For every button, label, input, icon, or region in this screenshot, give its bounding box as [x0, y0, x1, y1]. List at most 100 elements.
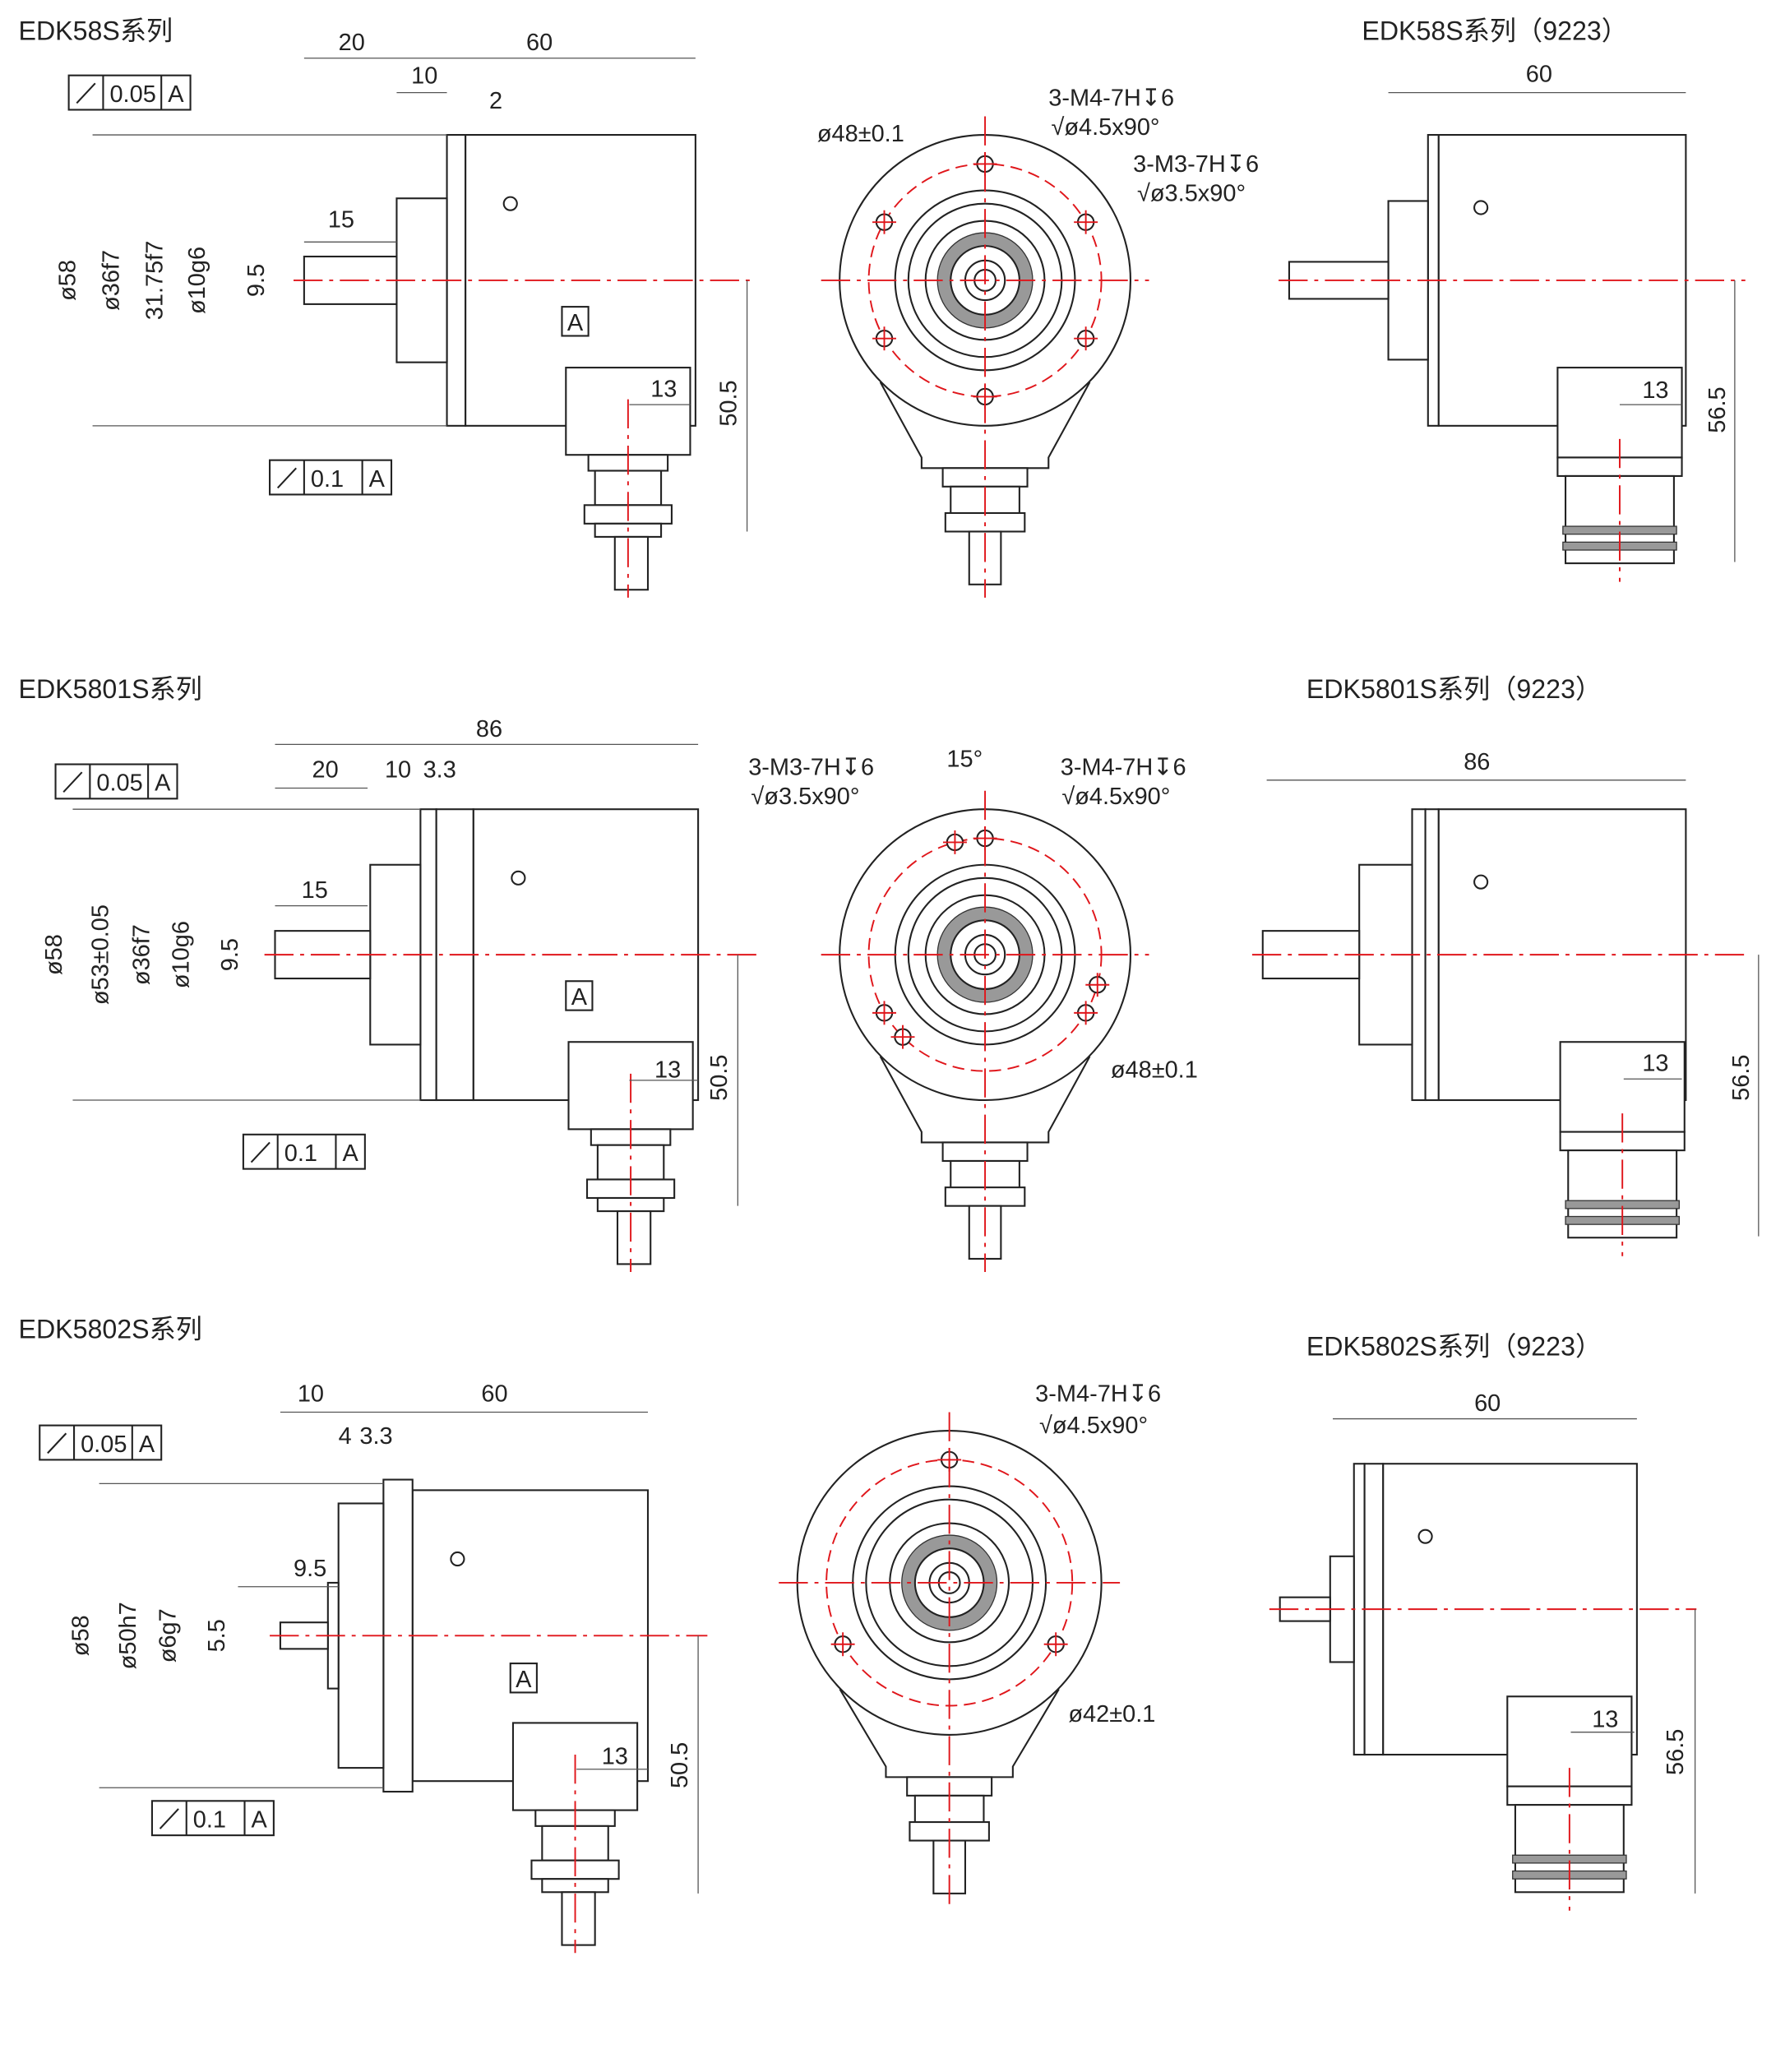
dimension-label: 56.5 — [1662, 1729, 1689, 1775]
dimension-label: 9.5 — [294, 1556, 326, 1582]
section-title: EDK58S系列 — [19, 16, 173, 45]
dimension-label: 50.5 — [706, 1054, 733, 1100]
tolerance-datum: A — [369, 466, 386, 493]
dimension-label: 4 — [339, 1423, 352, 1450]
dimension-label: 86 — [1464, 749, 1490, 775]
dimension-label: 86 — [476, 716, 502, 742]
datum-label: A — [516, 1667, 532, 1693]
tolerance-frame — [269, 459, 393, 496]
dimension-label: 60 — [526, 30, 553, 56]
runout-arrow-icon — [159, 1808, 179, 1829]
datum-box — [561, 306, 590, 337]
dimension-label: 9.5 — [243, 264, 270, 297]
dimension-label: 56.5 — [1704, 386, 1731, 432]
runout-arrow-icon — [276, 467, 297, 489]
dimension-label: √ø3.5x90° — [751, 784, 859, 810]
tolerance-frame — [242, 1133, 366, 1170]
dimension-label: 50.5 — [667, 1742, 693, 1788]
runout-arrow-icon — [250, 1141, 271, 1163]
dimension-label: 15° — [946, 747, 983, 773]
dimension-label: 3-M4-7H↧6 — [1035, 1381, 1161, 1408]
dimension-label: ø50h7 — [115, 1602, 141, 1669]
screw-icon — [1417, 1529, 1433, 1544]
dimension-label: ø53±0.05 — [87, 904, 113, 1005]
tolerance-datum: A — [168, 81, 184, 108]
section-title: EDK58S系列（9223） — [1362, 16, 1628, 45]
dimension-label: 56.5 — [1728, 1054, 1755, 1100]
dimension-label: ø10g6 — [184, 247, 210, 314]
dimension-label: 10 — [411, 62, 437, 89]
datum-label: A — [567, 310, 584, 336]
dimension-label: 3-M3-7H↧6 — [1133, 151, 1259, 178]
datum-box — [509, 1663, 538, 1694]
dimension-label: 60 — [1474, 1390, 1501, 1417]
dimension-label: ø36f7 — [128, 924, 155, 985]
tolerance-frame — [54, 763, 178, 800]
screw-icon — [450, 1551, 465, 1567]
tolerance-value: 0.1 — [193, 1806, 226, 1833]
dimension-label: 2 — [489, 88, 502, 114]
tolerance-datum: A — [343, 1140, 359, 1167]
dimension-label: 3.3 — [359, 1423, 392, 1450]
dimension-label: ø10g6 — [169, 921, 195, 988]
tolerance-value: 0.05 — [109, 81, 155, 108]
datum-box — [565, 980, 594, 1011]
dimension-label: ø48±0.1 — [1111, 1057, 1198, 1084]
dimension-label: 20 — [312, 757, 339, 784]
dimension-label: 13 — [1592, 1706, 1618, 1732]
runout-arrow-icon — [47, 1432, 67, 1455]
screw-icon — [1473, 200, 1489, 215]
runout-arrow-icon — [62, 771, 83, 793]
screw-icon — [502, 196, 518, 211]
section-title: EDK5802S系列 — [19, 1314, 202, 1344]
dimension-label: 60 — [1526, 62, 1552, 88]
dimension-label: 13 — [1642, 377, 1668, 404]
tolerance-value: 0.1 — [284, 1140, 317, 1167]
dimension-label: 31.75f7 — [141, 241, 168, 321]
dimension-label: ø58 — [67, 1615, 94, 1656]
screw-icon — [1473, 874, 1489, 890]
tolerance-frame — [39, 1424, 163, 1461]
dimension-label: √ø4.5x90° — [1051, 114, 1159, 141]
datum-label: A — [571, 984, 588, 1011]
dimension-label: ø42±0.1 — [1068, 1701, 1155, 1727]
dimension-label: 10 — [385, 757, 411, 784]
dimension-label: ø36f7 — [98, 250, 124, 311]
dimension-label: 50.5 — [715, 380, 742, 426]
dimension-label: 15 — [302, 877, 328, 904]
tolerance-frame — [150, 1800, 275, 1837]
dimension-label: ø58 — [41, 934, 67, 975]
tolerance-value: 0.05 — [81, 1431, 127, 1458]
dimension-label: 3.3 — [423, 757, 456, 784]
drawing-geometry — [39, 58, 1760, 1954]
dimension-label: 9.5 — [217, 938, 243, 971]
dimension-label: ø48±0.1 — [817, 121, 904, 147]
dimension-label: 20 — [339, 30, 365, 56]
dimension-label: 10 — [298, 1381, 324, 1408]
tolerance-datum: A — [155, 770, 171, 797]
dimension-label: √ø4.5x90° — [1039, 1413, 1148, 1439]
dimension-label: 60 — [481, 1381, 507, 1408]
tolerance-datum: A — [139, 1431, 155, 1458]
dimension-label: ø58 — [54, 260, 81, 301]
drawing-labels: EDK58S系列 EDK58S系列（9223） 20 60 10 2 15 ø58 ø36f7 3… — [19, 16, 1755, 1833]
dimension-label: √ø4.5x90° — [1061, 784, 1170, 810]
tolerance-frame — [67, 74, 192, 111]
dimension-label: 3-M4-7H↧6 — [1048, 86, 1174, 112]
section-title: EDK5802S系列（9223） — [1306, 1331, 1602, 1361]
cable — [613, 535, 650, 591]
dimension-label: 13 — [602, 1743, 628, 1769]
section-title: EDK5801S系列 — [19, 674, 202, 704]
tolerance-value: 0.05 — [96, 770, 142, 797]
dimension-label: 13 — [650, 376, 677, 402]
screw-icon — [511, 870, 526, 886]
section-title: EDK5801S系列（9223） — [1306, 674, 1602, 704]
dimension-label: ø6g7 — [155, 1608, 181, 1663]
dimension-label: √ø3.5x90° — [1137, 180, 1246, 206]
dimension-label: 13 — [654, 1057, 681, 1084]
dimension-label: 3-M4-7H↧6 — [1061, 754, 1186, 780]
dimension-label: 13 — [1642, 1051, 1668, 1077]
cable — [561, 1891, 596, 1946]
tolerance-value: 0.1 — [311, 466, 344, 493]
